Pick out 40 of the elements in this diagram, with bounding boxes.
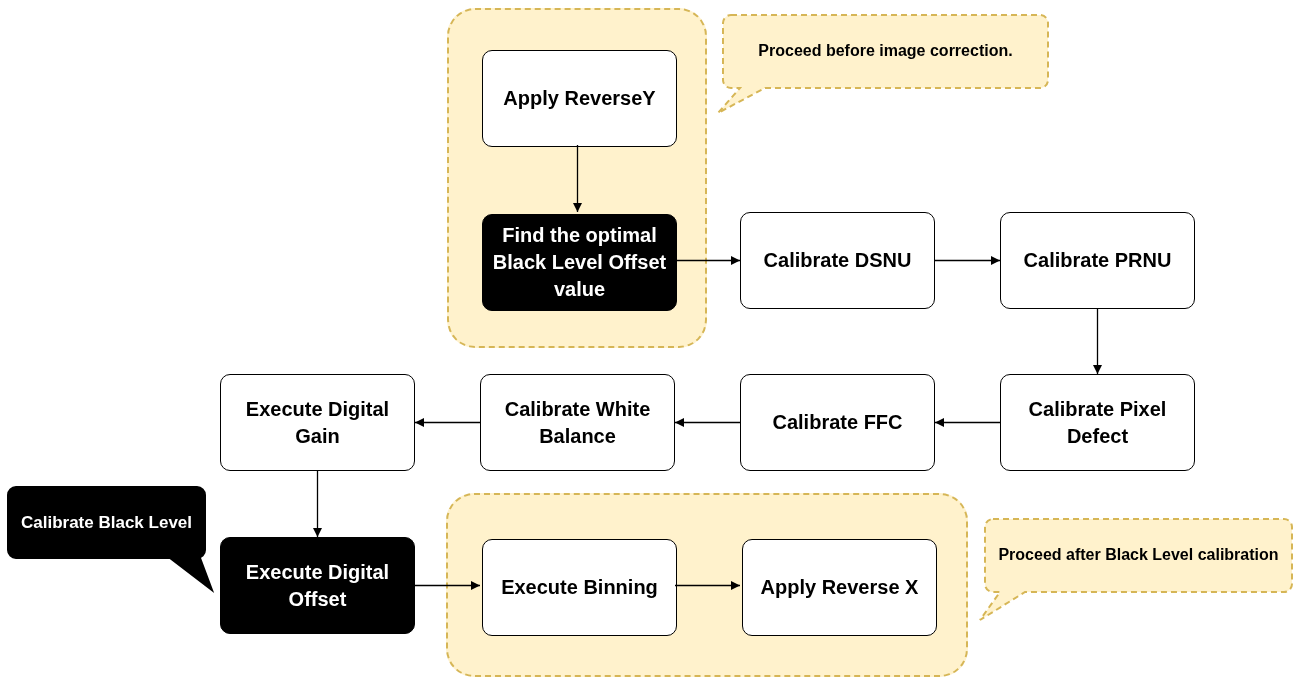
- node-label: Find the optimal Black Level Offset value: [491, 223, 668, 302]
- node-label: Calibrate DSNU: [762, 248, 913, 273]
- process-box: [480, 374, 675, 471]
- process-box: [1000, 212, 1195, 309]
- process-box: [482, 214, 677, 311]
- speech-bubble: [718, 15, 1048, 113]
- callout-text: Proceed after Black Level calibration: [997, 545, 1280, 566]
- process-box: [1000, 374, 1195, 471]
- arrow: [414, 418, 481, 427]
- callout-text: Calibrate Black Level: [20, 511, 193, 534]
- node-label: Execute Digital Gain: [244, 396, 391, 449]
- arrow: [934, 418, 1001, 427]
- arrow: [414, 581, 481, 590]
- process-box: [482, 50, 677, 147]
- node-label: Execute Binning: [500, 575, 659, 600]
- process-box: [220, 374, 415, 471]
- process-box: [740, 212, 935, 309]
- node-label: Calibrate PRNU: [1022, 248, 1173, 273]
- arrow: [934, 256, 1001, 265]
- process-box: [742, 539, 937, 636]
- arrow: [313, 470, 322, 538]
- node-label: Apply ReverseY: [502, 86, 657, 111]
- process-box: [482, 539, 677, 636]
- dashed-group-panel: [446, 493, 968, 677]
- arrow: [674, 418, 741, 427]
- node-label: Execute Digital Offset: [244, 559, 391, 612]
- node-label: Apply Reverse X: [759, 575, 920, 600]
- arrow: [1093, 308, 1102, 375]
- node-label: Calibrate White Balance: [503, 396, 652, 449]
- arrow: [674, 256, 741, 265]
- speech-bubble: [8, 487, 212, 590]
- dashed-group-panel: [447, 8, 707, 348]
- process-box: [740, 374, 935, 471]
- speech-bubble: [980, 519, 1292, 620]
- callout-text: Proceed before image correction.: [757, 41, 1014, 62]
- arrow: [573, 144, 582, 213]
- node-label: Calibrate Pixel Defect: [1027, 396, 1168, 449]
- node-label: Calibrate FFC: [771, 410, 904, 435]
- arrow: [674, 581, 741, 590]
- process-box: [220, 537, 415, 634]
